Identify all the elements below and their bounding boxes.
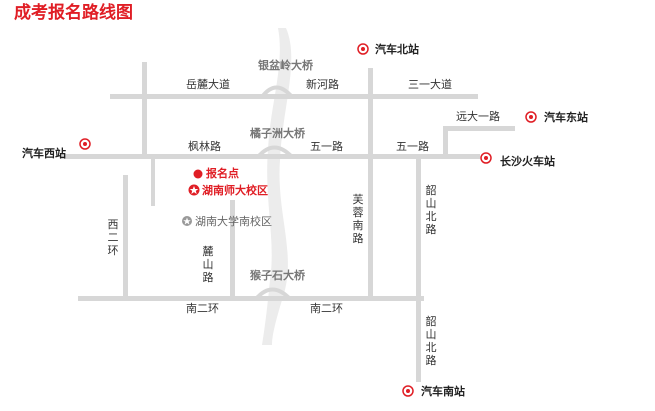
road-yuanda <box>445 126 515 131</box>
road-label-wuyi-2: 五一路 <box>396 140 429 153</box>
road-yuanda-v <box>443 126 448 159</box>
bullseye-icon <box>357 43 369 55</box>
road-fenglin-short <box>151 158 155 206</box>
station-north: 汽车北站 <box>375 43 419 56</box>
bullseye-icon <box>480 152 492 164</box>
red-dot-icon <box>193 169 203 179</box>
road-label-sanyi: 三一大道 <box>408 78 452 91</box>
road-label-nanerhuan-2: 南二环 <box>310 302 343 315</box>
road-label-fenglin: 枫林路 <box>188 140 221 153</box>
station-east: 汽车东站 <box>544 111 588 124</box>
road-label-shaoshan-south: 韶山北路 <box>425 315 437 367</box>
station-south: 汽车南站 <box>421 385 465 398</box>
road-nanerhuan <box>78 296 424 301</box>
hunan-univ-label: 湖南大学南校区 <box>195 215 272 228</box>
road-label-yuelu: 岳麓大道 <box>186 78 230 91</box>
river <box>262 28 292 345</box>
road-label-wuyi-1: 五一路 <box>310 140 343 153</box>
star-circle-icon <box>182 216 192 226</box>
bridge-houzishi-label: 猴子石大桥 <box>250 269 305 282</box>
road-west-v <box>142 62 147 158</box>
registration-point-label: 报名点 <box>206 167 239 180</box>
bridge-juzizhou-arc <box>256 145 294 159</box>
road-wuyi <box>60 154 480 159</box>
page-title: 成考报名路线图 <box>14 3 133 23</box>
road-yuelu-sanyi <box>110 94 478 99</box>
station-railway: 长沙火车站 <box>500 155 555 168</box>
road-label-xierhuan: 西二环 <box>107 218 119 257</box>
bullseye-icon <box>79 138 91 150</box>
bridge-yinpenling-label: 银盆岭大桥 <box>258 59 313 72</box>
bridge-juzizhou-label: 橘子洲大桥 <box>250 127 305 140</box>
road-label-lushan: 麓山路 <box>202 245 214 284</box>
road-label-yuanda: 远大一路 <box>456 110 500 123</box>
road-label-nanerhuan-1: 南二环 <box>186 302 219 315</box>
bullseye-icon <box>525 111 537 123</box>
bullseye-icon <box>402 385 414 397</box>
road-east-v <box>416 158 421 382</box>
road-xierhuan <box>123 175 128 299</box>
road-label-furong: 芙蓉南路 <box>352 193 364 245</box>
target-campus-label: 湖南师大校区 <box>202 184 268 197</box>
road-label-xinhe: 新河路 <box>306 78 339 91</box>
road-lushan <box>230 200 235 300</box>
road-label-shaoshan-north: 韶山北路 <box>425 184 437 236</box>
station-west: 汽车西站 <box>22 147 66 160</box>
star-circle-icon <box>188 184 200 196</box>
bridge-yinpenling-arc <box>260 85 294 99</box>
bridge-houzishi-arc <box>254 287 292 301</box>
road-furong <box>368 68 373 300</box>
